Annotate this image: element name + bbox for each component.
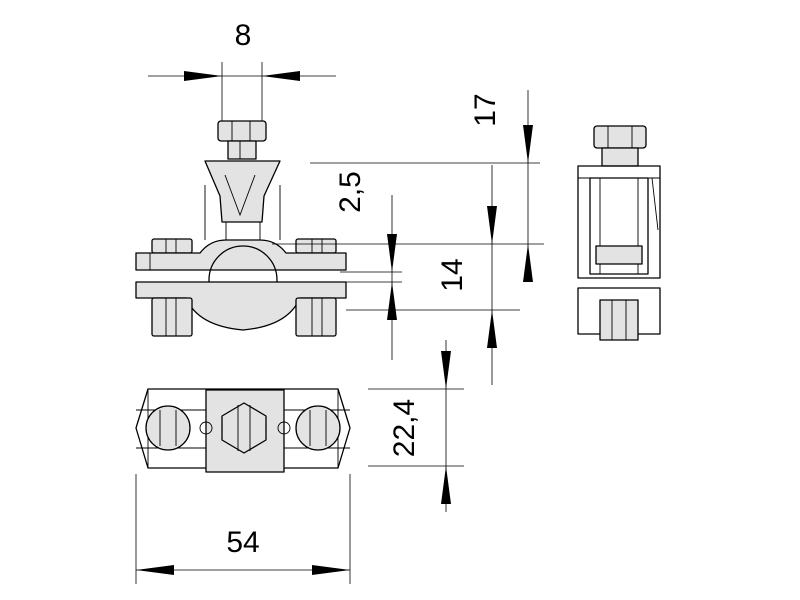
dimension-block-height: 22,4 [368,340,464,512]
clamp-legs [151,297,337,337]
wedge-clamp [204,160,281,248]
dim-label-54: 54 [226,526,259,559]
dim-label-17: 17 [469,93,502,126]
dimension-head-height: 17 [272,90,544,282]
dim-label-8: 8 [235,19,252,52]
dim-label-22-4: 22,4 [388,399,421,457]
front-view [135,120,347,337]
dim-label-2-5: 2,5 [334,171,367,213]
side-screw-heads-top [151,238,337,254]
top-screw [217,120,267,160]
dimension-pipe-range: 14 [346,165,520,385]
dimension-screw-width: 8 [148,19,336,121]
side-view [577,125,661,341]
dim-label-14: 14 [436,258,469,291]
dimension-overall-width: 54 [135,474,351,584]
upper-clamp-bar [135,239,347,271]
top-view [135,388,351,473]
dimension-clamp-gap: 2,5 [334,171,402,360]
